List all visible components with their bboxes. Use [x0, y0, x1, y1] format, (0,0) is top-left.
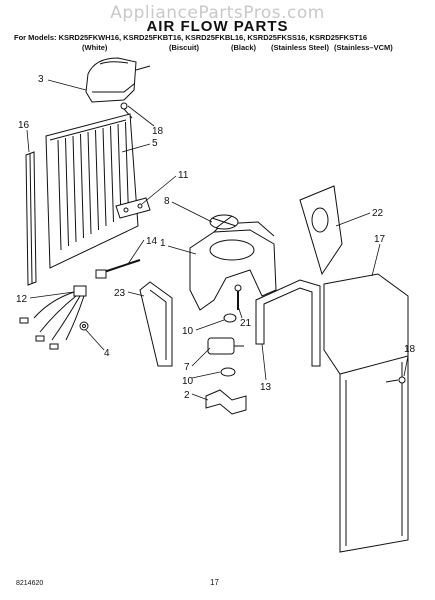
part-10-grommet-upper: [223, 313, 237, 323]
part-17-rear-duct: [323, 273, 409, 553]
part-1-fan-housing: [189, 221, 277, 311]
callout-7: 7: [184, 362, 190, 373]
callout-11: 11: [178, 170, 189, 181]
part-11-clip: [115, 197, 151, 219]
part-18-screw-right: [385, 376, 406, 384]
callout-12: 12: [16, 294, 28, 305]
color-label-biscuit: (Biscuit): [169, 43, 199, 52]
color-label-black: (Black): [231, 43, 257, 52]
model-list: For Models: KSRD25FKWH16, KSRD25FKBT16, …: [14, 33, 367, 42]
callout-16: 16: [18, 120, 30, 131]
callout-18-top: 18: [152, 126, 164, 137]
callout-5: 5: [152, 138, 158, 149]
callout-17: 17: [374, 234, 386, 245]
callout-8: 8: [164, 196, 170, 207]
callout-10-lower: 10: [182, 376, 194, 387]
page-number: 17: [210, 578, 219, 587]
callout-10-upper: 10: [182, 326, 194, 337]
part-4-grommet: [79, 321, 89, 331]
watermark: AppliancePartsPros.com: [110, 3, 325, 23]
callout-18-right: 18: [404, 344, 416, 355]
part-23-side-panel: [139, 281, 173, 367]
part-22-baffle: [299, 185, 343, 276]
part-7-fan-motor: [207, 337, 244, 355]
leader-lines: [26, 79, 409, 401]
callout-22: 22: [372, 208, 384, 219]
callout-13: 13: [260, 382, 272, 393]
document-number: 8214620: [16, 580, 44, 587]
part-12-wire-harness: [19, 285, 87, 350]
part-16-gasket-strip: [25, 151, 37, 286]
page-title: AIR FLOW PARTS: [146, 18, 289, 35]
callout-2: 2: [184, 390, 190, 401]
color-label-white: (White): [82, 43, 108, 52]
part-13-u-gasket: [255, 279, 321, 367]
callout-21: 21: [240, 318, 252, 329]
callout-14: 14: [146, 236, 158, 247]
callout-1: 1: [160, 238, 166, 249]
callout-4: 4: [104, 348, 110, 359]
part-8-fan-blade: [209, 214, 239, 230]
callout-23: 23: [114, 288, 126, 299]
color-label-stainless: (Stainless Steel): [271, 43, 329, 52]
part-3-duct-cover: [85, 57, 151, 103]
color-label-stainless-vcm: (Stainless–VCM): [334, 43, 393, 52]
part-2-motor-bracket: [205, 389, 247, 415]
part-14-thermistor: [95, 259, 141, 279]
callout-labels: 3 18 16 5 11 8 22 14 1 17 12 23 21 10 4 …: [16, 74, 416, 401]
part-5-evaporator-cover: [45, 113, 139, 269]
callout-3: 3: [38, 74, 44, 85]
part-10-grommet-lower: [220, 367, 236, 377]
